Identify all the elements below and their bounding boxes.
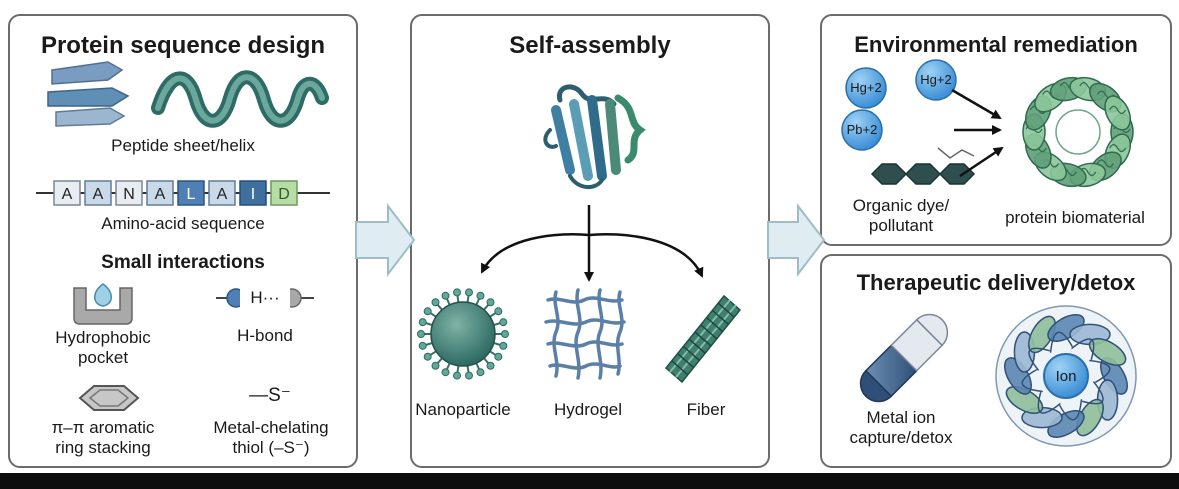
hydrogel-icon bbox=[544, 288, 626, 380]
amino-acid-box: A bbox=[84, 180, 112, 206]
nanoparticle-label: Nanoparticle bbox=[415, 400, 511, 419]
sequence-panel-title: Protein sequence design bbox=[40, 32, 326, 59]
bottom-border-bar bbox=[0, 473, 1179, 489]
hydrophobic-label-line1: Hydrophobic bbox=[55, 328, 151, 347]
amino-acid-letter: A bbox=[217, 186, 228, 203]
flow-arrow-2 bbox=[767, 203, 826, 277]
amino-acid-letter: I bbox=[251, 186, 255, 203]
amino-acid-box: I bbox=[239, 180, 267, 206]
thiol-glyph: —S⁻ bbox=[249, 385, 291, 406]
ion-label-hg-2: Hg+2 bbox=[920, 72, 952, 87]
fiber-icon bbox=[664, 294, 742, 384]
environment-panel-title: Environmental remediation bbox=[854, 32, 1138, 57]
amino-acid-letter: N bbox=[123, 186, 135, 203]
capsule-icon bbox=[859, 313, 949, 403]
peptide-label: Peptide sheet/helix bbox=[111, 136, 255, 155]
amino-acid-box: N bbox=[115, 180, 143, 206]
thiol-label-line2: thiol (–S⁻) bbox=[232, 438, 310, 457]
organic-dye-icon bbox=[870, 147, 976, 185]
hydrophobic-label-line2: pocket bbox=[77, 348, 129, 367]
therapeutic-panel-title: Therapeutic delivery/detox bbox=[856, 270, 1136, 295]
folded-protein-icon bbox=[543, 84, 646, 189]
mercury-ion-2-icon bbox=[915, 59, 957, 101]
interactions-title: Small interactions bbox=[101, 252, 265, 273]
ion-core-icon bbox=[1043, 353, 1089, 399]
ion-label-pb: Pb+2 bbox=[846, 122, 878, 137]
mercury-ion-1-icon bbox=[845, 67, 887, 109]
protein-biomaterial-ring-icon bbox=[1022, 76, 1134, 188]
capsule-label-line1: Metal ion bbox=[866, 408, 936, 427]
ion-core-label: Ion bbox=[1055, 368, 1077, 385]
dye-label-line2: pollutant bbox=[868, 216, 934, 235]
amino-acid-letter: A bbox=[62, 186, 73, 203]
sequence-label: Amino-acid sequence bbox=[101, 214, 265, 233]
alpha-helix-icon bbox=[151, 70, 329, 128]
nanoparticle-icon bbox=[417, 288, 509, 380]
amino-acid-letter: A bbox=[155, 186, 166, 203]
beta-sheet-icon bbox=[47, 61, 130, 127]
amino-acid-letter: D bbox=[278, 186, 290, 203]
branch-arrows bbox=[480, 205, 704, 282]
ion-label-hg-1: Hg+2 bbox=[850, 80, 882, 95]
lead-ion-icon bbox=[841, 109, 883, 151]
amino-acid-box: L bbox=[177, 180, 205, 206]
flow-arrow-1 bbox=[355, 203, 416, 277]
hbond-label: H-bond bbox=[237, 326, 293, 345]
assembly-panel-title: Self-assembly bbox=[509, 32, 671, 59]
amino-acid-letter: L bbox=[187, 186, 196, 203]
amino-acid-letter: A bbox=[93, 186, 104, 203]
capsule-label-line2: capture/detox bbox=[849, 428, 953, 447]
thiol-label-line1: Metal-chelating bbox=[213, 418, 329, 437]
remediation-arrows bbox=[951, 88, 1004, 178]
amino-acid-box: D bbox=[270, 180, 298, 206]
biomaterial-label: protein biomaterial bbox=[1005, 208, 1145, 227]
amino-acid-box: A bbox=[53, 180, 81, 206]
amino-acid-box: A bbox=[208, 180, 236, 206]
stacking-label-line1: π–π aromatic bbox=[51, 418, 155, 437]
protein-cage-icon bbox=[995, 305, 1137, 447]
dye-label-line1: Organic dye/ bbox=[852, 196, 950, 215]
hydrophobic-pocket-icon bbox=[73, 283, 133, 325]
stacking-label-line2: ring stacking bbox=[55, 438, 151, 457]
hbond-glyph: H··· bbox=[240, 288, 290, 308]
amino-acid-box: A bbox=[146, 180, 174, 206]
fiber-label: Fiber bbox=[686, 400, 726, 419]
hydrogel-label: Hydrogel bbox=[553, 400, 623, 419]
aromatic-ring-icon bbox=[78, 385, 140, 411]
